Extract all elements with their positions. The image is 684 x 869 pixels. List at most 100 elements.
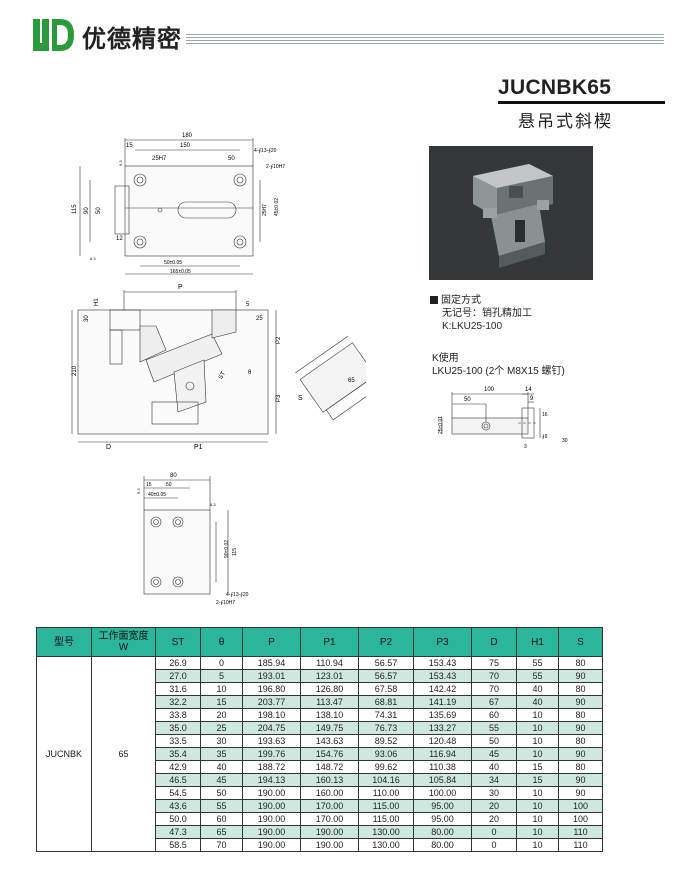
table-cell: 204.75: [242, 721, 301, 735]
table-cell: 20: [471, 799, 517, 813]
top-dim-150: 150: [180, 143, 191, 149]
table-cell: 90: [558, 747, 603, 761]
model-rule: [498, 101, 665, 104]
table-cell: 190.00: [242, 812, 301, 826]
table-cell: 34: [471, 773, 517, 787]
key-dim-9b: ∮9: [542, 434, 548, 440]
k-usage-line: LKU25-100 (2个 M8X15 螺钉): [432, 366, 565, 377]
col-header: D: [471, 627, 517, 657]
table-cell: 90: [558, 773, 603, 787]
k-usage-title: K使用: [432, 353, 459, 364]
key-drawing: 100 50 14 9 25±0.01 16 ∮9 3 30: [438, 387, 568, 450]
table-cell: 10: [516, 812, 559, 826]
table-cell: 198.10: [242, 708, 301, 722]
table-cell: 93.06: [358, 747, 414, 761]
bottom-dim-50: 50: [166, 482, 172, 488]
width-cell: 65: [91, 656, 156, 852]
table-cell: 35.0: [155, 721, 201, 735]
table-cell: 70: [471, 682, 517, 696]
table-cell: 100: [558, 799, 603, 813]
col-header-width: 工作面宽度 W: [98, 631, 149, 653]
table-cell: 40: [516, 695, 559, 709]
side-label-p: P: [178, 284, 183, 291]
key-dim-9: 9: [530, 396, 534, 402]
bottom-view-drawing: 80 15 50 40±0.05 6.3 6.3 90±0.02 115 4-∮…: [136, 473, 249, 606]
table-cell: 89.52: [358, 734, 414, 748]
table-cell: 10: [516, 721, 559, 735]
header-rule: [186, 40, 664, 41]
table-cell: 90: [558, 695, 603, 709]
product-subtitle: 悬吊式斜楔: [518, 112, 613, 131]
table-cell: 68.81: [358, 695, 414, 709]
side-label-p3: P3: [276, 394, 282, 402]
k-usage-note: K使用 LKU25-100 (2个 M8X15 螺钉): [432, 352, 565, 378]
col-header: P: [242, 627, 301, 657]
table-cell: 74.31: [358, 708, 414, 722]
table-cell: 194.13: [242, 773, 301, 787]
table-cell: 80: [558, 734, 603, 748]
key-dim-100: 100: [484, 387, 495, 393]
table-cell: 100: [558, 812, 603, 826]
col-header: 型号: [36, 627, 92, 657]
col-header: ST: [155, 627, 201, 657]
fixing-method-line2: K:LKU25-100: [442, 321, 503, 332]
table-cell: 141.19: [413, 695, 472, 709]
table-cell: 110.00: [358, 786, 414, 800]
col-header: 工作面宽度 W: [91, 627, 156, 657]
top-hole-spec1: 4-∮13-∮20: [254, 148, 277, 154]
table-cell: 116.94: [413, 747, 472, 761]
table-cell: 40: [200, 760, 243, 774]
table-cell: 10: [516, 799, 559, 813]
table-cell: 193.01: [242, 669, 301, 683]
table-cell: 148.72: [300, 760, 359, 774]
table-cell: 80.00: [413, 825, 472, 839]
table-cell: 43.6: [155, 799, 201, 813]
bottom-hole-spec2: 2-∮10H7: [216, 600, 235, 606]
table-cell: 80: [558, 760, 603, 774]
top-dim-90: 90: [84, 207, 90, 214]
col-header: H1: [516, 627, 559, 657]
spec-table: 型号 工作面宽度 W ST θ P P1 P2 P3 D H1 S JUCNBK…: [36, 627, 603, 852]
table-cell: 50: [200, 786, 243, 800]
bottom-roughness-2: 6.3: [210, 502, 216, 507]
side-view-drawing: P H1 30 5 25 P2 210 P3 D P1 ST θ S 65: [71, 284, 366, 451]
side-dim-65: 65: [348, 378, 355, 384]
side-dim-30: 30: [84, 315, 90, 322]
side-label-st: ST: [218, 371, 227, 381]
table-cell: 133.27: [413, 721, 472, 735]
bullet-square-icon: [430, 296, 438, 304]
header-rule: [186, 34, 664, 35]
table-cell: 54.5: [155, 786, 201, 800]
table-cell: 185.94: [242, 656, 301, 670]
side-dim-210: 210: [72, 365, 78, 376]
top-dim-50v: 50: [96, 207, 102, 214]
bottom-dim-80: 80: [170, 473, 177, 479]
table-cell: 56.57: [358, 656, 414, 670]
fixing-method-note: 固定方式 无记号：销孔精加工 K:LKU25-100: [430, 294, 532, 333]
table-cell: 153.43: [413, 656, 472, 670]
product-photo: [429, 146, 593, 280]
key-dim-30: 30: [562, 438, 568, 444]
table-cell: 10: [516, 747, 559, 761]
table-cell: 110.38: [413, 760, 472, 774]
table-cell: 196.80: [242, 682, 301, 696]
table-cell: 120.48: [413, 734, 472, 748]
table-cell: 99.62: [358, 760, 414, 774]
top-dim-180: 180: [182, 133, 193, 139]
table-cell: 110.94: [300, 656, 359, 670]
table-cell: 10: [516, 838, 559, 852]
table-cell: 20: [200, 708, 243, 722]
top-dim-25h7: 25H7: [152, 156, 167, 162]
table-cell: 5: [200, 669, 243, 683]
table-cell: 190.00: [242, 799, 301, 813]
table-cell: 60: [200, 812, 243, 826]
